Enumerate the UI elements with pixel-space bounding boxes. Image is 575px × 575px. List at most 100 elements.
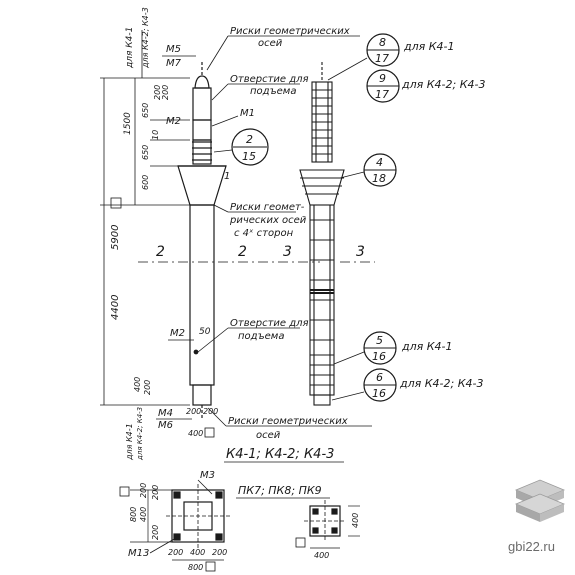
svg-text:осей: осей <box>258 38 283 49</box>
plan-box <box>119 486 130 497</box>
svg-text:17: 17 <box>375 88 389 101</box>
dim-10: 10 <box>151 130 160 140</box>
svg-text:2: 2 <box>246 133 253 146</box>
svg-text:с 4ˣ сторон: с 4ˣ сторон <box>234 228 294 239</box>
dim-lower: 4400 <box>110 295 121 320</box>
annotation-axis-marks-bottom: Риски геометрических осей <box>207 407 372 441</box>
bottom-box <box>204 427 215 438</box>
bottom-dim-200a: 200 <box>186 407 201 416</box>
left-dimension-lines <box>100 30 190 406</box>
drawing-title: К4-1; К4-2; К4-3 <box>226 447 334 462</box>
cage-capital <box>299 169 345 206</box>
capital-cone <box>177 165 227 206</box>
mark-m2-low: М2 <box>170 328 185 339</box>
bottom-dim-200b: 200 <box>203 407 218 416</box>
spiral-reinforcement <box>192 141 212 161</box>
svg-text:5: 5 <box>376 334 383 347</box>
callout-5-16: 5 16 для К4-1 <box>333 331 453 365</box>
dim-1: 1 <box>224 171 230 182</box>
plan-section-left <box>130 484 230 561</box>
svg-text:для К4-1: для К4-1 <box>403 40 455 53</box>
section-label-4: 3 <box>356 244 365 260</box>
svg-text:16: 16 <box>372 387 386 400</box>
lift-hole-marker <box>193 349 199 355</box>
svg-text:подъема: подъема <box>238 331 284 342</box>
section-label-2: 2 <box>238 244 247 260</box>
svg-text:для К4-2; К4-3: для К4-2; К4-3 <box>401 78 486 91</box>
dim-50: 50 <box>199 327 211 337</box>
plan-right-h: 400 <box>314 551 329 560</box>
mark-m5: М5 <box>166 44 181 55</box>
dim-total: 5900 <box>110 225 121 250</box>
annotation-axis-marks-mid: Риски геомет- рических осей с 4ˣ сторон <box>213 202 307 239</box>
svg-text:для К4-2; К4-3: для К4-2; К4-3 <box>399 377 484 390</box>
column-neck <box>192 119 212 141</box>
svg-text:для К4-1: для К4-1 <box>401 340 453 353</box>
callout-9-17: 9 17 для К4-2; К4-3 <box>366 69 486 103</box>
svg-text:17: 17 <box>375 52 389 65</box>
top-variant-2: для К4-2; К4-3 <box>141 7 150 69</box>
svg-text:4: 4 <box>376 156 383 169</box>
column-collar <box>192 139 212 165</box>
svg-text:рических осей: рических осей <box>229 215 307 226</box>
plan-section-right <box>304 500 360 549</box>
column-foot <box>192 384 212 406</box>
watermark-text: gbi22.ru <box>508 539 555 554</box>
reinforcement-elevation <box>299 62 345 406</box>
dim-400b: 400 <box>133 377 142 392</box>
bottom-variant-1: для К4-1 <box>125 423 134 461</box>
svg-text:8: 8 <box>379 36 386 49</box>
watermark-logo <box>514 479 566 522</box>
mark-m6: М6 <box>158 420 173 431</box>
dim-650: 650 <box>141 103 150 118</box>
svg-text:Риски геометрических: Риски геометрических <box>230 26 350 37</box>
dim-200a: 200 <box>153 85 162 100</box>
bottom-dim-400: 400 <box>188 429 203 438</box>
svg-text:осей: осей <box>256 430 281 441</box>
svg-text:6: 6 <box>376 371 383 384</box>
svg-text:подъема: подъема <box>250 86 296 97</box>
plan-v-0: 200 <box>139 483 148 498</box>
svg-text:Риски геомет-: Риски геомет- <box>230 202 305 213</box>
mark-m3: М3 <box>200 470 215 481</box>
plan-v-1: 400 <box>139 507 148 522</box>
mark-m13: М13 <box>128 548 149 559</box>
dim-upper: 1500 <box>123 112 133 135</box>
svg-text:16: 16 <box>372 350 386 363</box>
dim-200b: 200 <box>161 85 170 100</box>
svg-text:15: 15 <box>242 150 256 163</box>
plan-v-3: 200 <box>151 525 160 540</box>
callout-6-16: 6 16 для К4-2; К4-3 <box>331 368 484 402</box>
annotation-lift-hole-bottom: Отверстие для подъема <box>197 318 309 353</box>
plan-right-v: 400 <box>351 513 360 528</box>
column-shaft <box>189 204 215 386</box>
callout-4-18: 4 18 <box>339 153 397 187</box>
plan-h-2: 200 <box>212 548 227 557</box>
svg-text:Отверстие для: Отверстие для <box>230 74 309 85</box>
mark-m7: М7 <box>166 58 182 69</box>
dim-200c: 200 <box>143 380 152 395</box>
top-variant-1: для К4-1 <box>125 27 135 69</box>
column-tip <box>194 75 210 89</box>
svg-text:9: 9 <box>379 72 386 85</box>
plan-right-title: ПК7; ПК8; ПК9 <box>238 484 322 497</box>
svg-text:Риски геометрических: Риски геометрических <box>228 416 348 427</box>
mark-m2-top: М2 <box>166 116 181 127</box>
mark-m4: М4 <box>158 408 173 419</box>
section-label-1: 2 <box>156 244 165 260</box>
svg-text:18: 18 <box>372 172 386 185</box>
plan-v-total: 800 <box>129 507 138 522</box>
mark-m1: М1 <box>240 108 255 119</box>
dim-600: 600 <box>141 175 150 190</box>
detail-callout-2-15: 2 15 <box>213 128 269 166</box>
column-elevation <box>177 62 227 418</box>
column-head <box>192 87 212 121</box>
annotation-axis-marks-top: Риски геометрических осей <box>206 26 360 71</box>
callout-8-17: 8 17 для К4-1 <box>327 33 455 81</box>
section-label-3: 3 <box>283 244 292 260</box>
svg-text:Отверстие для: Отверстие для <box>230 318 309 329</box>
plan-v-2: 200 <box>151 485 160 500</box>
plan-h-total: 800 <box>188 563 203 572</box>
